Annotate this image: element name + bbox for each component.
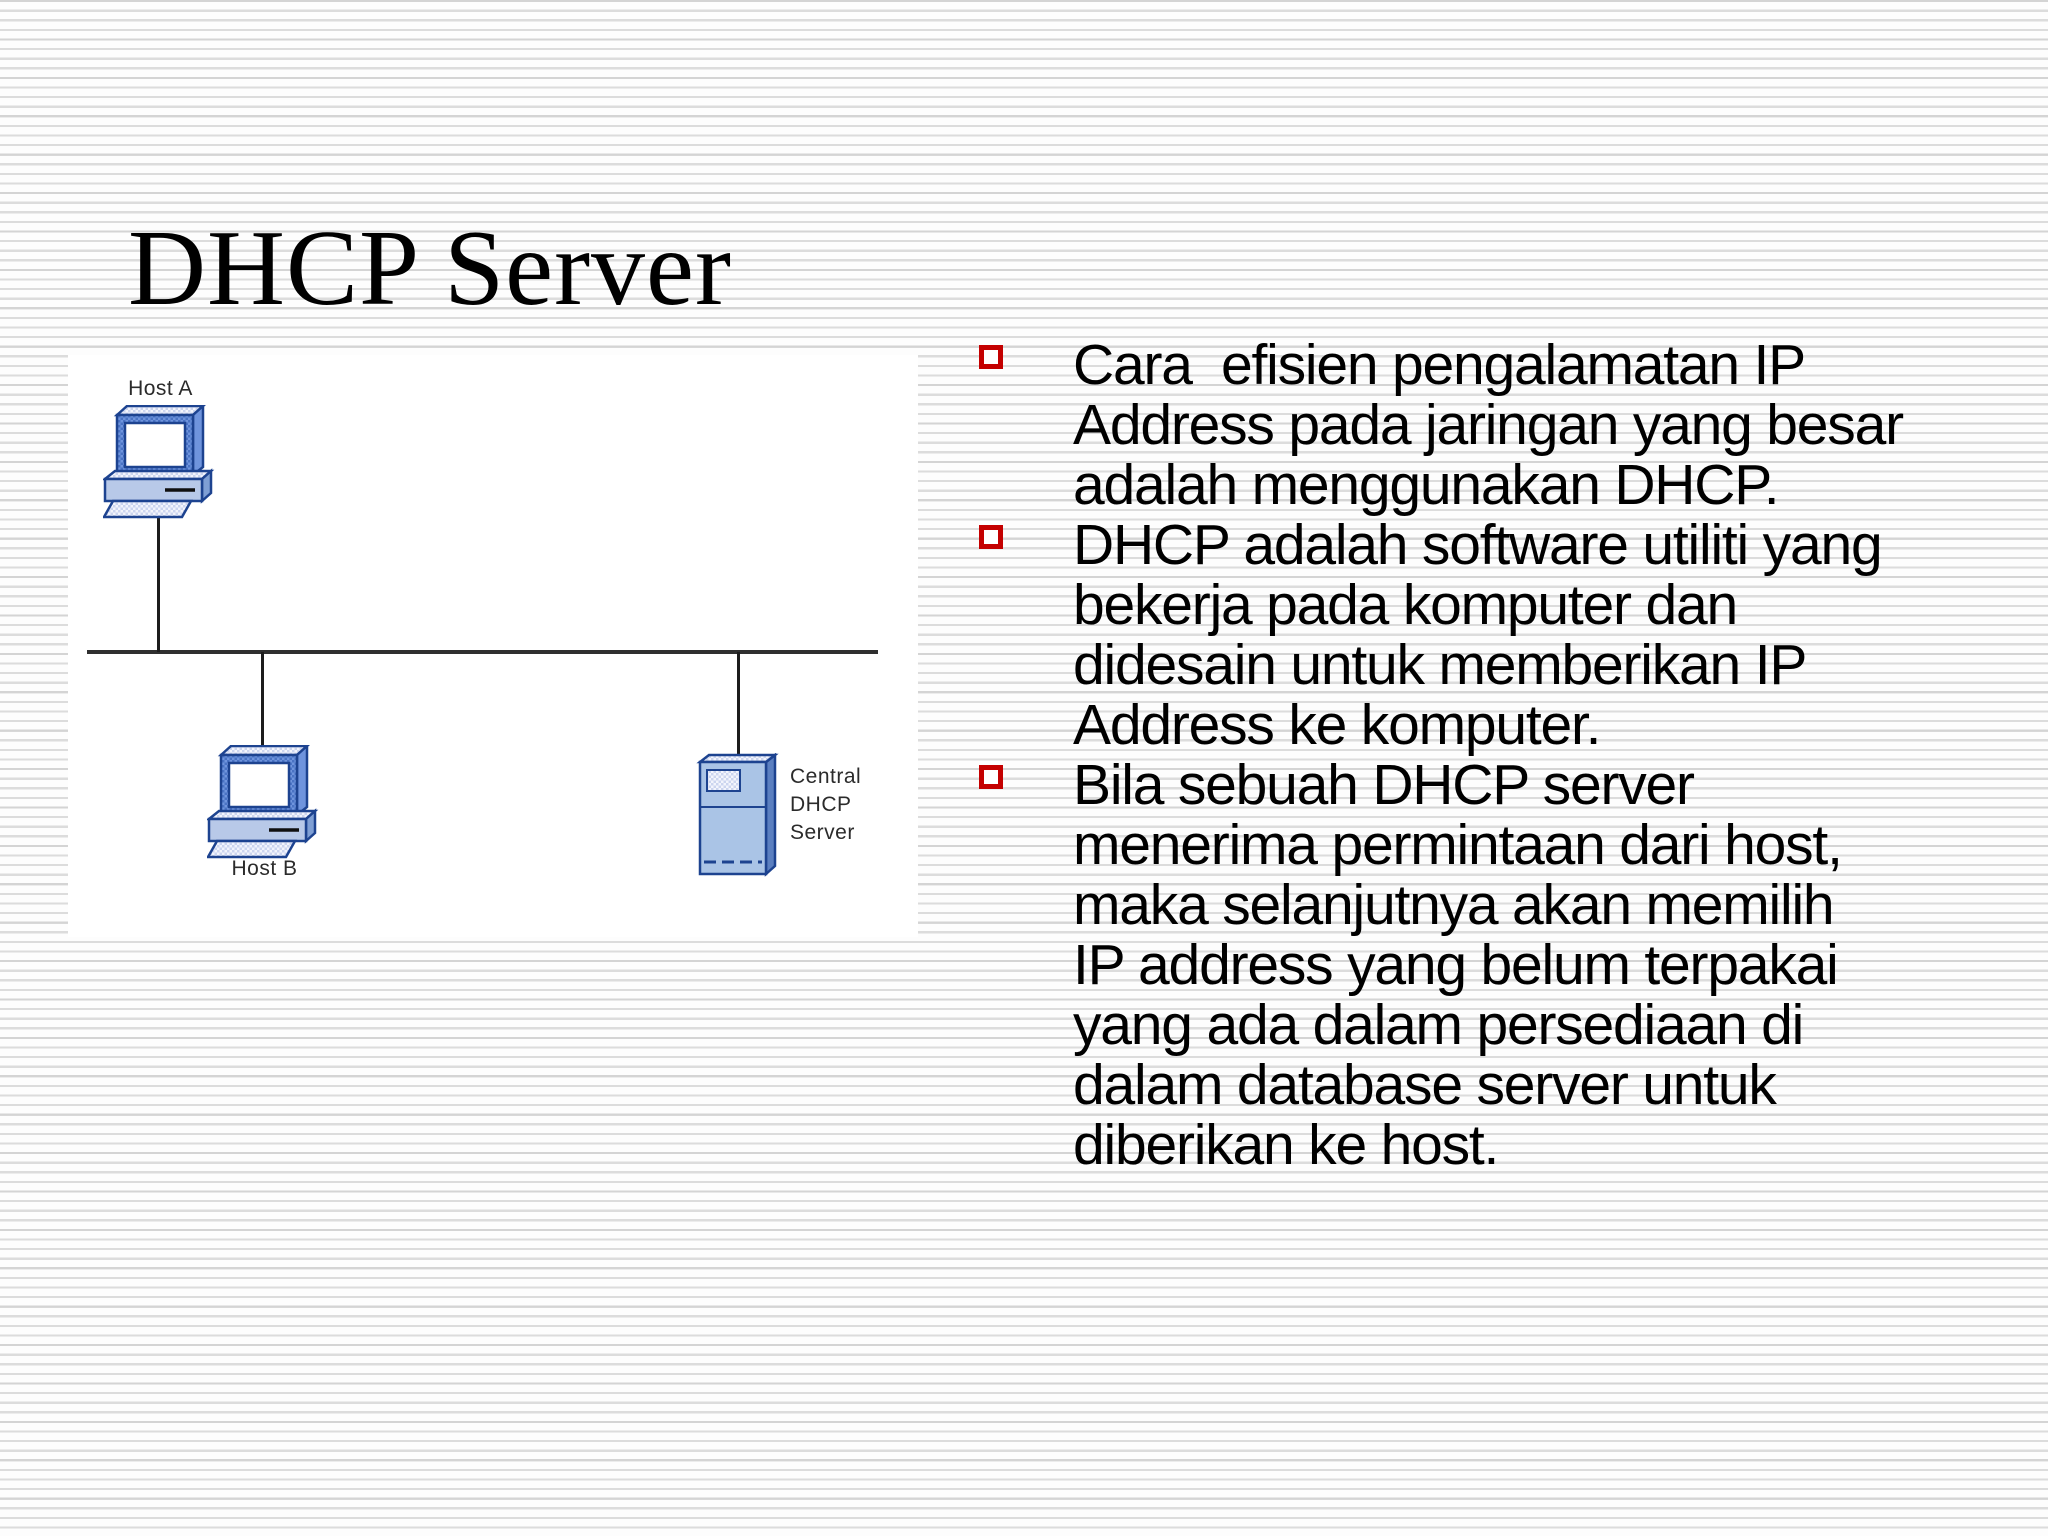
bullet-square-icon <box>979 345 1003 369</box>
dhcp-server-icon <box>696 753 779 877</box>
bullet-square-icon <box>979 525 1003 549</box>
dhcp-server-label: Central DHCP Server <box>790 765 862 844</box>
bullet-square-icon <box>979 765 1003 789</box>
bullet-item: Bila sebuah DHCP server menerima permint… <box>979 755 1999 1175</box>
host-a-connector-line <box>157 515 160 652</box>
server-connector-line <box>737 652 740 754</box>
host-b-label: Host B <box>231 857 298 880</box>
host-b-computer-icon <box>207 745 319 859</box>
bullet-text: Cara efisien pengalamatan IP Address pad… <box>1073 333 1904 517</box>
bullet-item: DHCP adalah software utiliti yang bekerj… <box>979 515 1999 755</box>
host-a-computer-icon <box>103 405 215 519</box>
bullet-list: Cara efisien pengalamatan IP Address pad… <box>979 335 1999 1175</box>
host-a-label: Host A <box>128 377 193 400</box>
host-b-connector-line <box>261 652 264 746</box>
network-bus-line <box>87 650 878 654</box>
bullet-text: Bila sebuah DHCP server menerima permint… <box>1073 753 1843 1177</box>
bullet-text: DHCP adalah software utiliti yang bekerj… <box>1073 513 1883 757</box>
bullet-item: Cara efisien pengalamatan IP Address pad… <box>979 335 1999 515</box>
page-title: DHCP Server <box>128 209 732 328</box>
network-diagram: Host A <box>68 355 918 937</box>
